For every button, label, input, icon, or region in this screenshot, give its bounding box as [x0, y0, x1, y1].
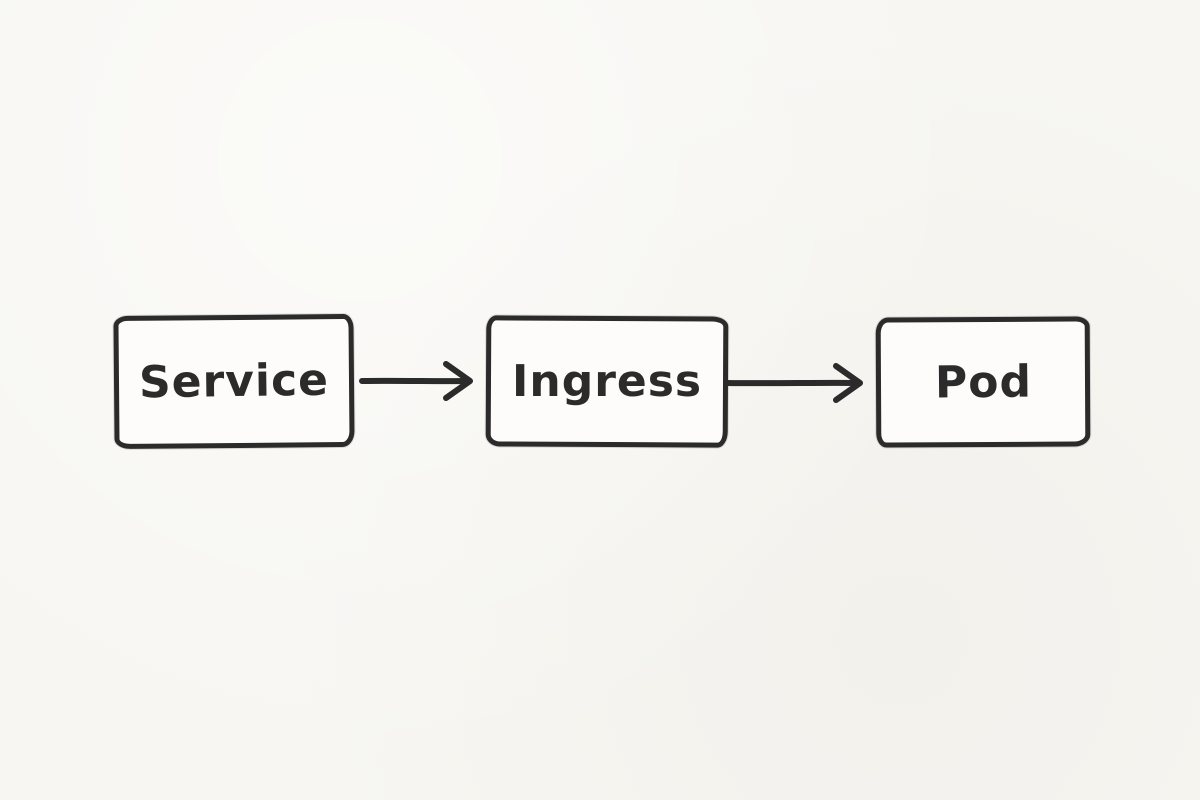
- node-ingress: Ingress: [485, 315, 729, 448]
- node-service: Service: [113, 313, 355, 450]
- arrow-ingress-to-pod-icon: [723, 363, 863, 403]
- arrow-service-to-ingress-icon: [359, 361, 473, 401]
- node-pod: Pod: [875, 316, 1091, 448]
- node-service-label: Service: [138, 354, 330, 409]
- node-ingress-label: Ingress: [511, 356, 703, 407]
- node-pod-label: Pod: [934, 355, 1032, 409]
